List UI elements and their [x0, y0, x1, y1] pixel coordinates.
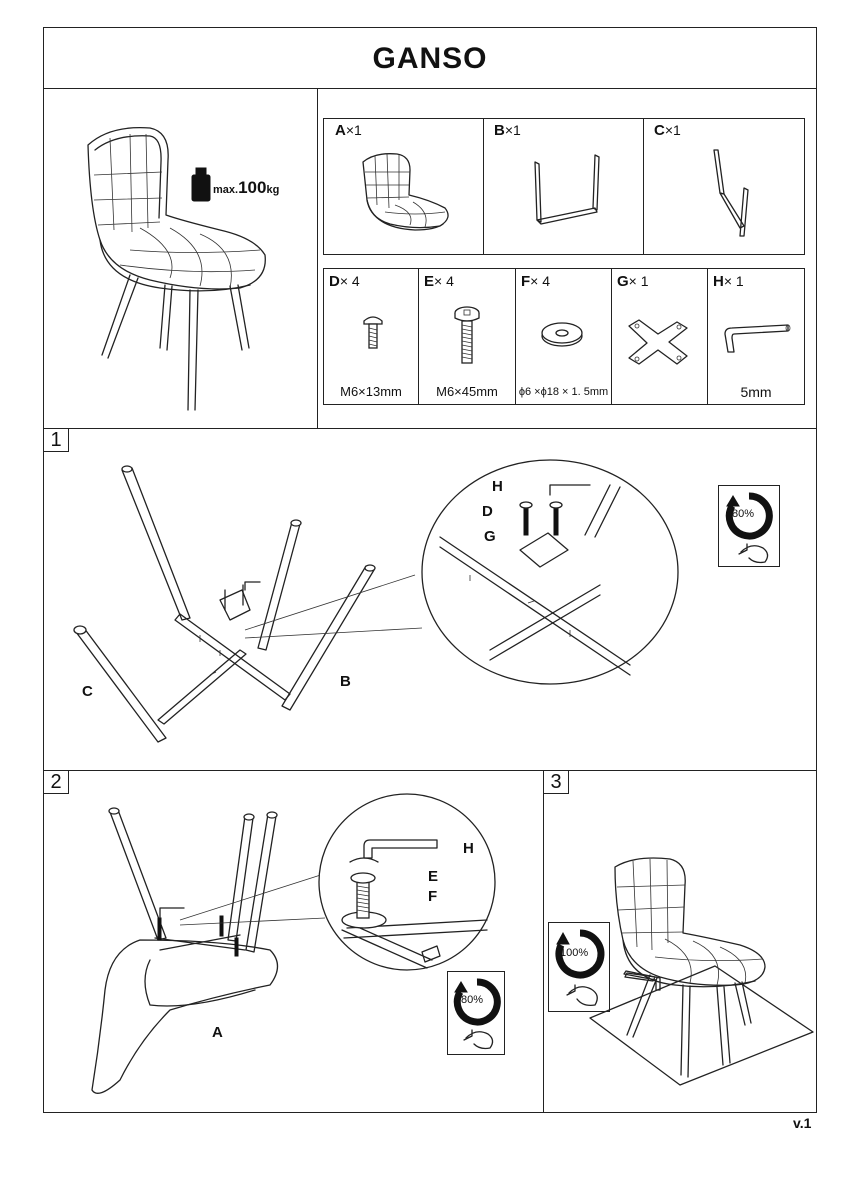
- part-label-g: G× 1: [617, 273, 649, 290]
- step-1-label-g: G: [484, 528, 496, 545]
- step-2-tighten-value: 80%: [461, 994, 484, 1006]
- step-2-chair-illustration: [91, 807, 279, 1094]
- divider: [707, 268, 708, 405]
- part-label-h: H× 1: [713, 273, 744, 290]
- divider: [643, 118, 644, 255]
- spec-d: M6×13mm: [340, 384, 402, 399]
- hex-key-h-icon: [724, 324, 791, 353]
- step-1-callout-lines: [244, 574, 423, 639]
- bolt-d-icon: [363, 316, 383, 349]
- hand-icon: [566, 984, 598, 1007]
- part-label-a: A×1: [335, 122, 362, 139]
- page-title: GANSO: [372, 42, 488, 75]
- divider: [43, 428, 817, 429]
- sheet-frame: [43, 27, 817, 1113]
- step-3-number: 3: [543, 770, 569, 794]
- hand-icon: [463, 1029, 494, 1050]
- parts-box-frames: [323, 118, 805, 255]
- divider: [515, 268, 516, 405]
- version-label: v.1: [793, 1115, 812, 1131]
- rotation-arrow-icon: [725, 492, 773, 540]
- rotation-arrow-icon: [555, 929, 605, 979]
- max-load-value: 100: [238, 178, 267, 197]
- divider: [611, 268, 612, 405]
- step-3-tighten-value: 100%: [560, 947, 589, 959]
- rotation-arrow-icon: [453, 978, 501, 1026]
- step-1-tighten-value: 80%: [732, 508, 755, 520]
- divider: [418, 268, 419, 405]
- hardware-box-frames: [323, 268, 805, 405]
- part-label-e: E× 4: [424, 273, 454, 290]
- divider: [43, 88, 817, 89]
- step-2-callout-lines: [179, 871, 331, 926]
- spec-f: ϕ6 ×ϕ18 × 1. 5mm: [518, 386, 609, 398]
- step-1-frame-illustration: [73, 465, 376, 743]
- step-1-number: 1: [43, 428, 69, 452]
- step-2-tighten-badge: 80%: [447, 971, 505, 1055]
- washer-f-icon: [541, 322, 583, 347]
- step-1-tighten-badge: 80%: [718, 485, 780, 567]
- step-3-hex-key-icon: [623, 970, 661, 991]
- step-1-zoom-detail: [421, 459, 679, 685]
- chair-overview-illustration: [87, 126, 266, 411]
- step-3-floor-illustration: [589, 965, 814, 1086]
- step-1-label-d: D: [482, 503, 493, 520]
- part-b-frame-illustration: [534, 154, 600, 225]
- hand-icon: [738, 543, 769, 564]
- divider: [43, 770, 817, 771]
- step-1-label-b: B: [340, 673, 351, 690]
- part-label-f: F× 4: [521, 273, 551, 290]
- step-1-label-h: H: [492, 478, 503, 495]
- part-label-b: B×1: [494, 122, 521, 139]
- divider: [543, 770, 544, 1113]
- step-3-chair-illustration: [614, 857, 766, 1078]
- max-load-prefix: max.: [213, 184, 239, 196]
- step-2-label-e: E: [428, 868, 439, 885]
- part-label-c: C×1: [654, 122, 681, 139]
- part-label-d: D× 4: [329, 273, 360, 290]
- part-a-seat-illustration: [362, 153, 449, 231]
- divider: [317, 88, 318, 428]
- spec-e: M6×45mm: [436, 384, 498, 399]
- max-load-label: max.100kg: [213, 178, 279, 198]
- step-2-zoom-detail: [318, 793, 496, 971]
- step-3-tighten-badge: 100%: [548, 922, 610, 1012]
- step-2-label-h: H: [463, 840, 474, 857]
- divider: [483, 118, 484, 255]
- bolt-e-icon: [454, 306, 480, 364]
- spec-h: 5mm: [740, 384, 772, 400]
- step-1-label-c: C: [82, 683, 93, 700]
- step-2-label-f: F: [428, 888, 438, 905]
- part-c-frame-illustration: [713, 149, 749, 237]
- plate-g-icon: [628, 319, 688, 365]
- step-2-number: 2: [43, 770, 69, 794]
- max-load-unit: kg: [266, 184, 280, 196]
- step-2-label-a: A: [212, 1024, 223, 1041]
